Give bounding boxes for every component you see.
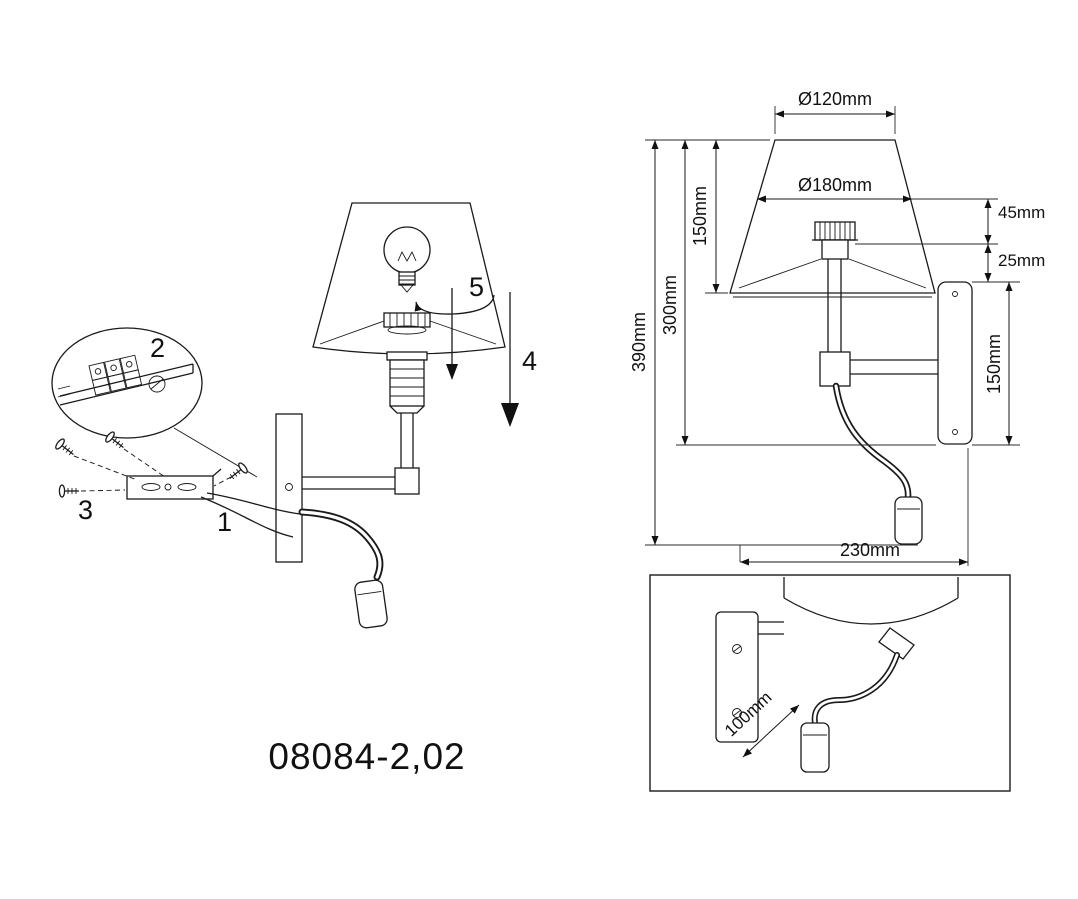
dim-total-height-label: 390mm <box>629 312 649 372</box>
dimension-offsets-right: 45mm 25mm 150mm <box>855 198 1045 446</box>
dim-top-diameter-label: Ø120mm <box>798 89 872 109</box>
dim-45-label: 45mm <box>998 203 1045 222</box>
inset-gooseneck <box>811 652 900 726</box>
rotate-arrow-icon <box>414 294 495 315</box>
reading-light-head <box>354 579 388 629</box>
dim-shade-height-label: 150mm <box>690 186 710 246</box>
lamp-socket <box>386 351 428 468</box>
detail-inset: 100mm <box>649 574 1011 792</box>
screw-head-icon <box>148 375 166 393</box>
dim-depth-label: 230mm <box>840 540 900 560</box>
terminal-block <box>88 354 143 396</box>
step-4-label: 4 <box>522 346 537 376</box>
swivel-joint <box>394 467 420 495</box>
wall-plate <box>275 413 303 563</box>
screw-left-icon <box>58 484 79 498</box>
dim-wall-plate <box>937 281 973 445</box>
step-5-label: 5 <box>469 272 484 302</box>
dimension-heights-left: 390mm 300mm 150mm <box>629 139 936 546</box>
dimension-top-diameter: Ø120mm <box>774 89 896 134</box>
dim-inner-diameter-label: Ø180mm <box>798 175 872 195</box>
lamp-arm <box>302 476 395 490</box>
dim-gooseneck <box>832 382 912 501</box>
inset-lamp-body <box>783 577 959 660</box>
assembly-view: 5 4 2 <box>51 202 537 629</box>
wires <box>200 492 301 538</box>
step-5-group: 5 <box>414 272 495 380</box>
dimension-depth: 230mm <box>739 448 969 566</box>
dim-lampshade <box>729 139 936 352</box>
step-3-label: 3 <box>78 495 93 525</box>
gooseneck <box>298 508 384 581</box>
inset-arm <box>758 621 784 635</box>
inset-border <box>649 574 1011 792</box>
dimension-view: Ø120mm Ø180mm 390mm 300mm 150mm 45mm <box>629 89 1045 566</box>
screw-top-left-icon <box>55 438 74 456</box>
step-1-label: 1 <box>217 507 232 537</box>
step-2-label: 2 <box>150 333 165 363</box>
step-4-group: 4 <box>501 292 537 427</box>
dimension-inner-diameter: Ø180mm <box>757 175 912 203</box>
dim-lamp-arm <box>850 359 938 375</box>
model-number: 08084-2,02 <box>268 736 465 777</box>
screw-top-mid-icon <box>105 431 124 449</box>
screw-right-icon <box>229 462 248 480</box>
inset-reading-light-head <box>800 722 830 773</box>
mounting-bracket <box>126 468 222 500</box>
dim-300-label: 300mm <box>660 275 680 335</box>
dim-reading-light-head <box>894 496 923 545</box>
light-bulb-icon <box>383 226 431 293</box>
terminal-block-callout: 2 <box>51 327 258 478</box>
dim-plate-height-label: 150mm <box>984 334 1004 394</box>
dim-25-label: 25mm <box>998 251 1045 270</box>
dim-swivel-joint <box>819 351 851 387</box>
